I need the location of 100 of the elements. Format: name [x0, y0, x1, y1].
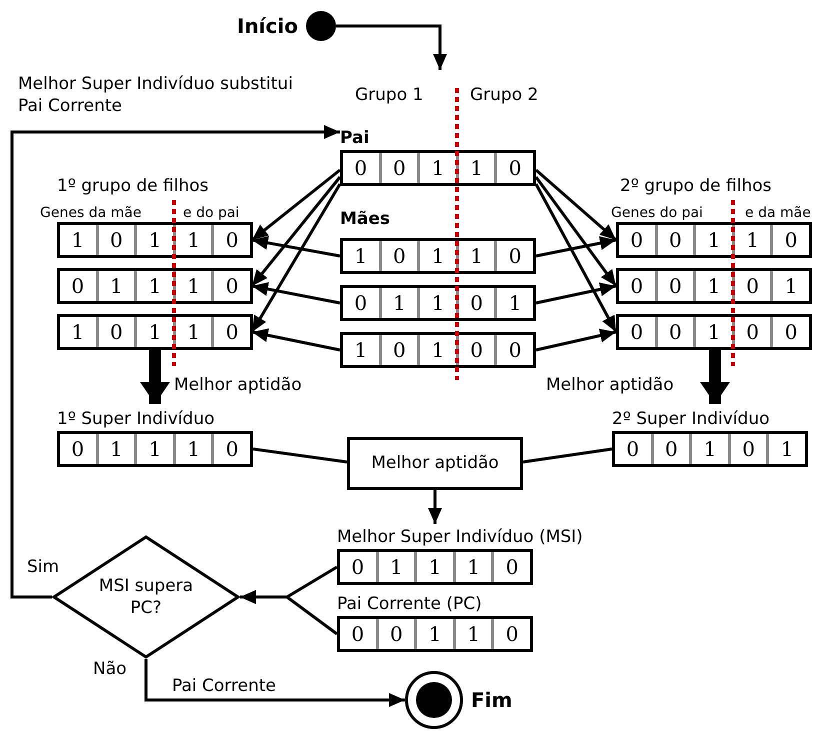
arrow	[252, 328, 340, 352]
gene-cell: 1	[452, 619, 492, 649]
gene-cell: 1	[172, 434, 212, 464]
gene-cell-text: 1	[70, 319, 86, 346]
gene-cell: 1	[134, 434, 173, 464]
gene-cell: 1	[732, 225, 770, 255]
gene-cell: 0	[494, 241, 533, 271]
gene-cell: 1	[172, 225, 212, 255]
arrow	[534, 183, 618, 333]
gene-cell-text: 0	[629, 319, 644, 346]
text-label: Melhor Super Indivíduo substitui Pai Corrente	[18, 73, 294, 117]
gene-cell: 1	[96, 434, 134, 464]
gene-cell: 1	[456, 153, 494, 183]
text-label: Grupo 1	[355, 84, 424, 106]
arrow	[336, 24, 447, 70]
arrow	[536, 328, 616, 352]
row-title: 2º Super Indivíduo	[612, 408, 770, 431]
arrow	[251, 168, 341, 242]
gene-cell: 0	[732, 271, 770, 301]
gene-cell: 0	[770, 317, 809, 347]
gene-cell: 1	[414, 619, 453, 649]
gene-cell: 0	[211, 317, 250, 347]
gene-cell: 0	[654, 317, 694, 347]
edge-label: Melhor aptidão	[545, 374, 675, 396]
gene-cell-text: 0	[350, 621, 366, 648]
gene-cell-text: 0	[70, 273, 86, 300]
gene-cell: 0	[378, 335, 418, 365]
arrow	[534, 176, 618, 287]
gene-cell-text: 0	[350, 554, 366, 581]
row-title: 1º Super Indivíduo	[57, 408, 216, 431]
text-label: e da mãe	[745, 204, 811, 223]
text-label: Mães	[340, 208, 390, 230]
thick-arrow	[700, 350, 730, 404]
gene-cell: 0	[494, 335, 533, 365]
end-label: Fim	[471, 687, 512, 714]
connector-line	[252, 448, 348, 464]
gene-cell: 1	[693, 271, 732, 301]
gene-cell: 0	[378, 153, 418, 183]
gene-cell: 1	[494, 288, 533, 318]
gene-cell: 1	[96, 271, 134, 301]
gene-cell: 0	[654, 225, 694, 255]
gene-cell: 1	[417, 241, 456, 271]
gene-cell-text: 0	[629, 227, 644, 254]
text-label: Genes da mãe	[40, 204, 142, 223]
gene-cell: 0	[491, 552, 530, 582]
gene-cell: 0	[378, 241, 418, 271]
gene-cell-text: 0	[353, 290, 368, 317]
gene-cell: 1	[766, 434, 805, 464]
gene-cell: 0	[494, 153, 533, 183]
arrow	[144, 659, 405, 707]
row-title: Pai	[340, 127, 370, 150]
row-title: Pai Corrente (PC)	[337, 593, 483, 616]
gene-cell: 0	[732, 317, 770, 347]
gene-cell: 1	[417, 153, 456, 183]
gene-cell-text: 0	[625, 436, 640, 463]
gene-cell: 1	[689, 434, 728, 464]
gene-cell: 0	[456, 288, 494, 318]
gene-cell: 0	[650, 434, 690, 464]
gene-cell-text: 1	[353, 337, 368, 364]
gene-cell: 0	[491, 619, 530, 649]
gene-cell: 0	[770, 225, 809, 255]
gene-cell-text: 1	[70, 227, 86, 254]
gene-cell: 0	[211, 271, 250, 301]
text-label: 1º grupo de filhos	[57, 175, 208, 197]
gene-cell: 1	[378, 288, 418, 318]
start-label: Início	[237, 13, 298, 40]
gene-cell: 1	[417, 335, 456, 365]
row-title: Melhor Super Indivíduo (MSI)	[337, 526, 584, 549]
arrow	[252, 282, 340, 304]
gene-cell: 1	[172, 271, 212, 301]
gene-cell: 1	[693, 225, 732, 255]
gene-cell: 0	[96, 225, 134, 255]
edge-label: Melhor aptidão	[173, 374, 303, 396]
gene-cell: 1	[134, 271, 173, 301]
arrow	[536, 282, 616, 304]
gene-cell: 1	[417, 288, 456, 318]
gene-cell: 1	[376, 552, 414, 582]
text-label: Grupo 2	[470, 84, 538, 106]
arrow	[535, 168, 617, 242]
text-label: e do pai	[183, 204, 240, 223]
gene-cell: 1	[414, 552, 453, 582]
connector-line	[522, 448, 612, 464]
gene-cell: 1	[770, 271, 809, 301]
text-label: Pai Corrente	[172, 675, 276, 697]
gene-cell: 0	[376, 619, 414, 649]
arrow	[536, 236, 616, 258]
arrow	[10, 125, 340, 598]
gene-cell: 0	[456, 335, 494, 365]
gene-cell: 0	[654, 271, 694, 301]
gene-cell: 0	[211, 225, 250, 255]
gene-cell: 1	[134, 317, 173, 347]
process-box: Melhor aptidão	[347, 437, 523, 490]
decision-text: MSI supera PC?	[98, 575, 194, 619]
text-label: Genes do pai	[611, 204, 703, 223]
arrow	[252, 236, 340, 258]
gene-cell: 1	[452, 552, 492, 582]
gene-cell: 1	[172, 317, 212, 347]
gene-cell: 1	[456, 241, 494, 271]
thick-arrow	[140, 350, 170, 404]
gene-cell-text: 0	[70, 436, 86, 463]
